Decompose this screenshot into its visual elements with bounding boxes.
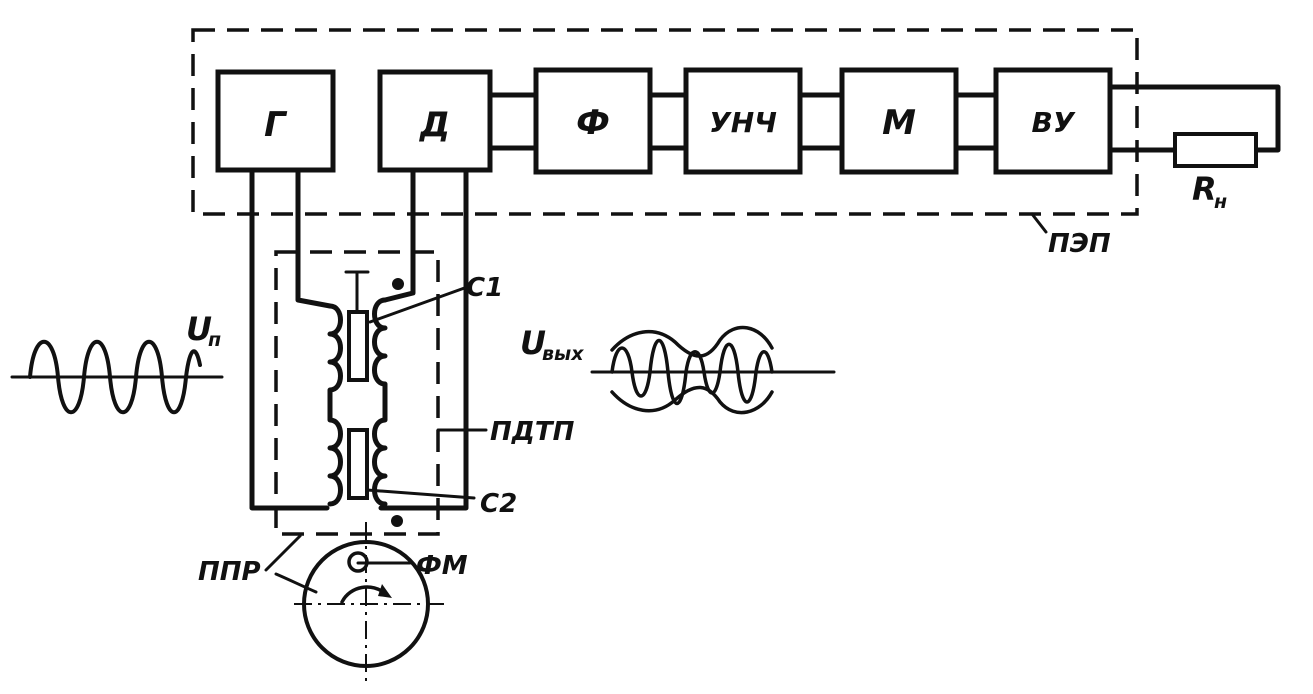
block-g: Г (215, 69, 336, 173)
block-g-label: Г (264, 105, 288, 145)
rotor-disk (294, 522, 444, 686)
svg-text:н: н (1214, 191, 1227, 213)
input-wave (10, 340, 224, 414)
block-f-label: Ф (576, 103, 610, 143)
rn-label: R н (1192, 170, 1227, 213)
up-label: U п (186, 310, 221, 351)
leader-lines (264, 212, 1048, 594)
winding-dot-bottom (391, 515, 403, 527)
svg-text:R: R (1192, 170, 1217, 208)
block-m: М (839, 67, 959, 175)
block-d: Д (377, 69, 493, 173)
cores (344, 270, 370, 500)
secondary-coil (372, 297, 388, 507)
block-vu-label: ВУ (1032, 106, 1076, 139)
pdtp-label: ПДТП (490, 417, 575, 447)
pdtp-enclosure (274, 250, 440, 536)
block-vu: ВУ (993, 67, 1113, 175)
block-unch: УНЧ (683, 67, 803, 175)
pep-label: ПЭП (1048, 229, 1111, 259)
block-f: Ф (533, 67, 653, 175)
fm-label: ФМ (416, 551, 468, 581)
uout-label: U вых (520, 324, 584, 365)
signal-wires (487, 84, 1281, 153)
load-resistor (1173, 132, 1258, 168)
block-unch-label: УНЧ (709, 106, 777, 139)
svg-text:вых: вых (542, 343, 584, 365)
output-wave (590, 325, 836, 415)
svg-text:U: U (520, 324, 546, 362)
primary-coil (327, 303, 343, 507)
svg-text:U: U (186, 310, 212, 348)
ppr-label: ППР (198, 557, 261, 587)
c2-label: С2 (480, 489, 517, 519)
transducer-wires (249, 167, 469, 511)
block-d-label: Д (419, 105, 450, 145)
block-m-label: М (882, 103, 916, 143)
winding-dot-top (392, 278, 404, 290)
c1-label: С1 (466, 273, 503, 303)
pep-enclosure (191, 28, 1139, 216)
svg-text:п: п (208, 329, 221, 351)
